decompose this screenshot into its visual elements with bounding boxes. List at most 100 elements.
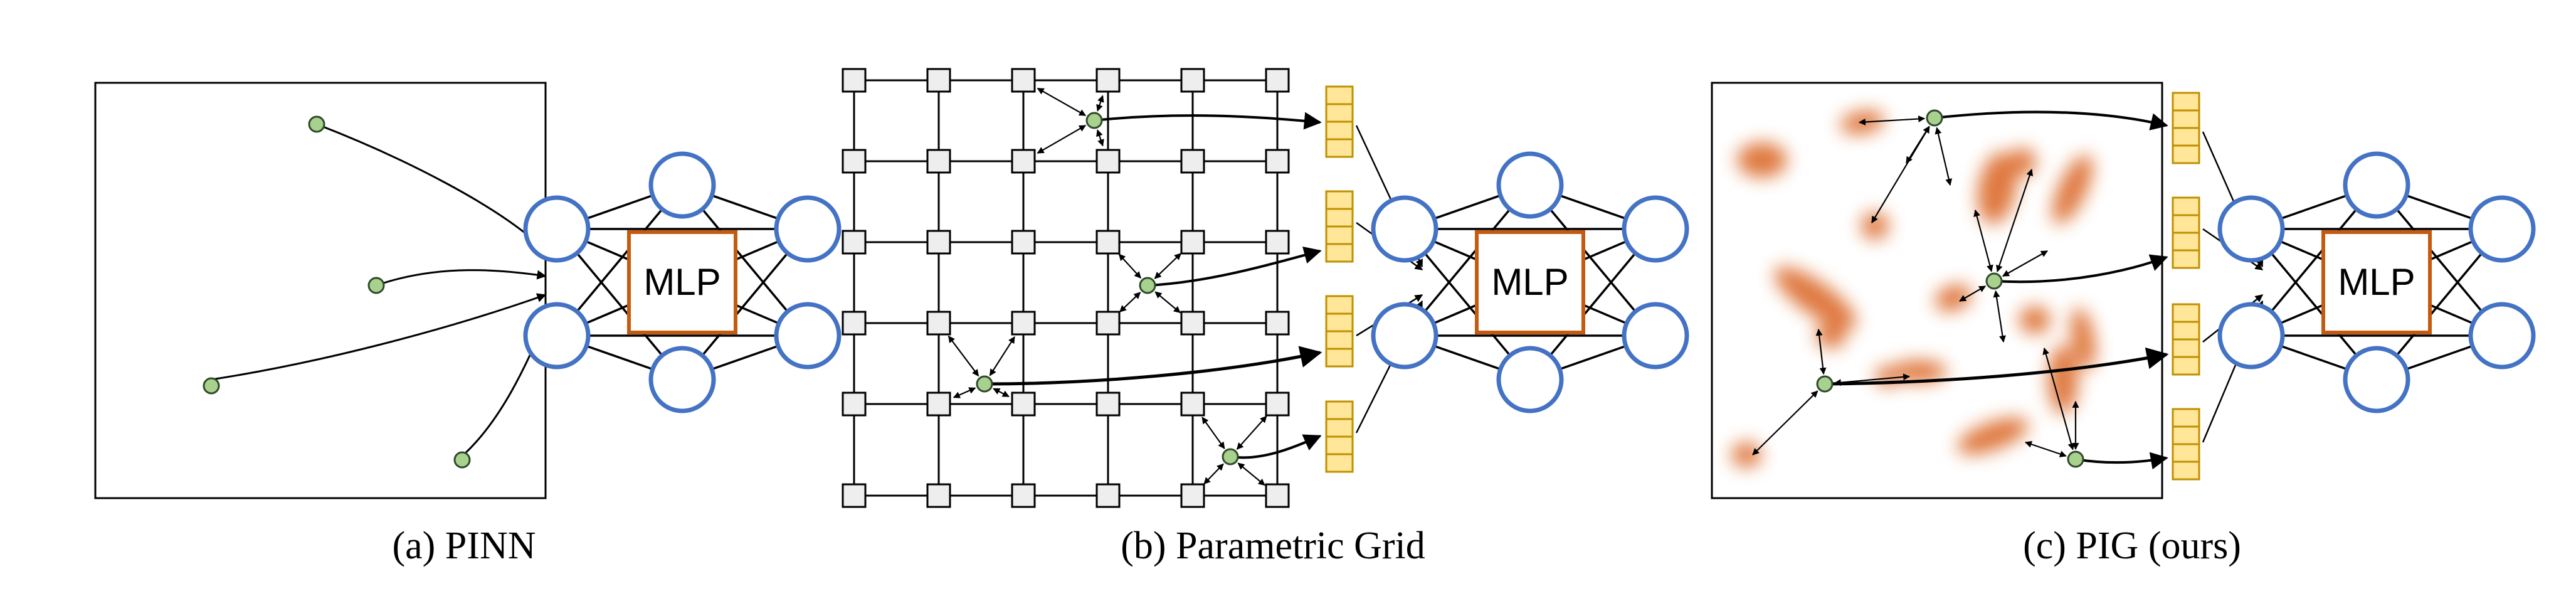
mlp-network-a: MLP — [523, 151, 842, 413]
sample-point — [1139, 277, 1156, 294]
grid-node — [1265, 149, 1290, 174]
sample-point — [1085, 112, 1103, 129]
gaussian — [1737, 142, 1787, 178]
feature-cell — [2172, 443, 2200, 463]
panel-a-domain-box — [94, 82, 547, 499]
feature-cell — [2172, 460, 2200, 481]
gaussian — [1935, 284, 1972, 312]
panel-c-converge-arrows — [2202, 131, 2264, 443]
feature-vector — [2172, 408, 2200, 481]
grid-node — [926, 311, 951, 336]
panel-c-feature-arrows — [1824, 110, 2169, 470]
grid-node — [1180, 68, 1205, 93]
feature-cell — [1325, 103, 1354, 123]
gaussian — [1774, 267, 1857, 329]
grid-interpolation-arrows — [948, 87, 1267, 486]
collocation-point — [308, 115, 325, 133]
mlp-network-c: MLP — [2217, 151, 2536, 413]
grid-node — [1180, 311, 1205, 336]
neuron — [648, 151, 716, 219]
gaussian — [1957, 417, 2029, 455]
sample-point — [1926, 109, 1943, 127]
grid-node — [1265, 68, 1290, 93]
grid-node — [926, 483, 951, 508]
panel-b-feature-arrows — [984, 112, 1322, 459]
feature-cell — [1325, 225, 1354, 245]
grid-node — [1180, 149, 1205, 174]
neuron — [2468, 195, 2536, 263]
neuron — [774, 195, 842, 263]
grid-node — [1265, 483, 1290, 508]
collocation-point — [203, 377, 220, 395]
grid-node — [1265, 311, 1290, 336]
feature-cell — [1325, 295, 1354, 315]
feature-cell — [2172, 425, 2200, 445]
mlp-label: MLP — [1491, 261, 1568, 303]
feature-cell — [2172, 196, 2200, 216]
grid-node — [1011, 149, 1036, 174]
feature-vector — [1325, 190, 1354, 263]
neuron — [1371, 302, 1438, 370]
mlp-label: MLP — [643, 261, 721, 303]
panel-a-points — [203, 115, 471, 469]
neuron — [1496, 346, 1564, 413]
neuron — [2343, 151, 2410, 219]
feature-cell — [1325, 453, 1354, 473]
panel-a-pinn — [94, 82, 547, 499]
feature-cell — [1325, 243, 1354, 263]
grid-node — [842, 230, 867, 255]
mlp-box — [2321, 230, 2432, 334]
mlp-label: MLP — [2338, 261, 2415, 303]
sample-point — [2067, 450, 2084, 468]
sample-point — [1816, 375, 1834, 393]
gaussian — [2019, 306, 2051, 334]
neuron — [1371, 195, 1438, 263]
feature-cell — [2172, 321, 2200, 341]
grid-node — [1095, 230, 1121, 255]
mlp-box — [627, 230, 737, 334]
feature-cell — [2172, 231, 2200, 252]
neuron — [1496, 151, 1564, 219]
panel-b-parametric-grid — [842, 68, 1423, 508]
feature-cell — [2172, 338, 2200, 358]
gaussian — [2071, 307, 2096, 370]
feature-vector — [1325, 400, 1354, 473]
caption-b: (b) Parametric Grid — [1121, 524, 1425, 567]
grid-nodes — [842, 68, 1290, 508]
neuron — [523, 195, 591, 263]
gaussian — [2052, 154, 2093, 225]
collocation-point — [453, 451, 471, 469]
grid-node — [1265, 230, 1290, 255]
panel-c-pig — [1711, 82, 2264, 499]
grid-node — [1180, 230, 1205, 255]
grid-node — [926, 149, 951, 174]
neuron — [648, 346, 716, 413]
grid-node — [842, 311, 867, 336]
feature-vector — [1325, 85, 1354, 158]
grid-node — [1265, 391, 1290, 417]
feature-vector — [2172, 92, 2200, 164]
feature-cell — [2172, 109, 2200, 129]
feature-cell — [1325, 85, 1354, 105]
gaussian-neighbor-arrows — [1752, 115, 2079, 457]
feature-cell — [2172, 249, 2200, 269]
feature-cell — [1325, 312, 1354, 333]
feature-cell — [2172, 144, 2200, 164]
sample-point — [976, 375, 993, 393]
feature-cell — [2172, 408, 2200, 428]
grid-node — [1011, 391, 1036, 417]
grid-node — [842, 483, 867, 508]
grid-node — [1011, 68, 1036, 93]
feature-cell — [2172, 356, 2200, 376]
grid-node — [842, 149, 867, 174]
grid-node — [1180, 391, 1205, 417]
caption-a: (a) PINN — [393, 524, 536, 567]
grid-node — [1180, 483, 1205, 508]
neuron — [1622, 195, 1689, 263]
gaussian — [2009, 148, 2036, 176]
feature-cell — [1325, 208, 1354, 228]
feature-cell — [1325, 120, 1354, 141]
sample-point — [1222, 448, 1239, 466]
grid-node — [1095, 311, 1121, 336]
feature-cell — [2172, 92, 2200, 112]
